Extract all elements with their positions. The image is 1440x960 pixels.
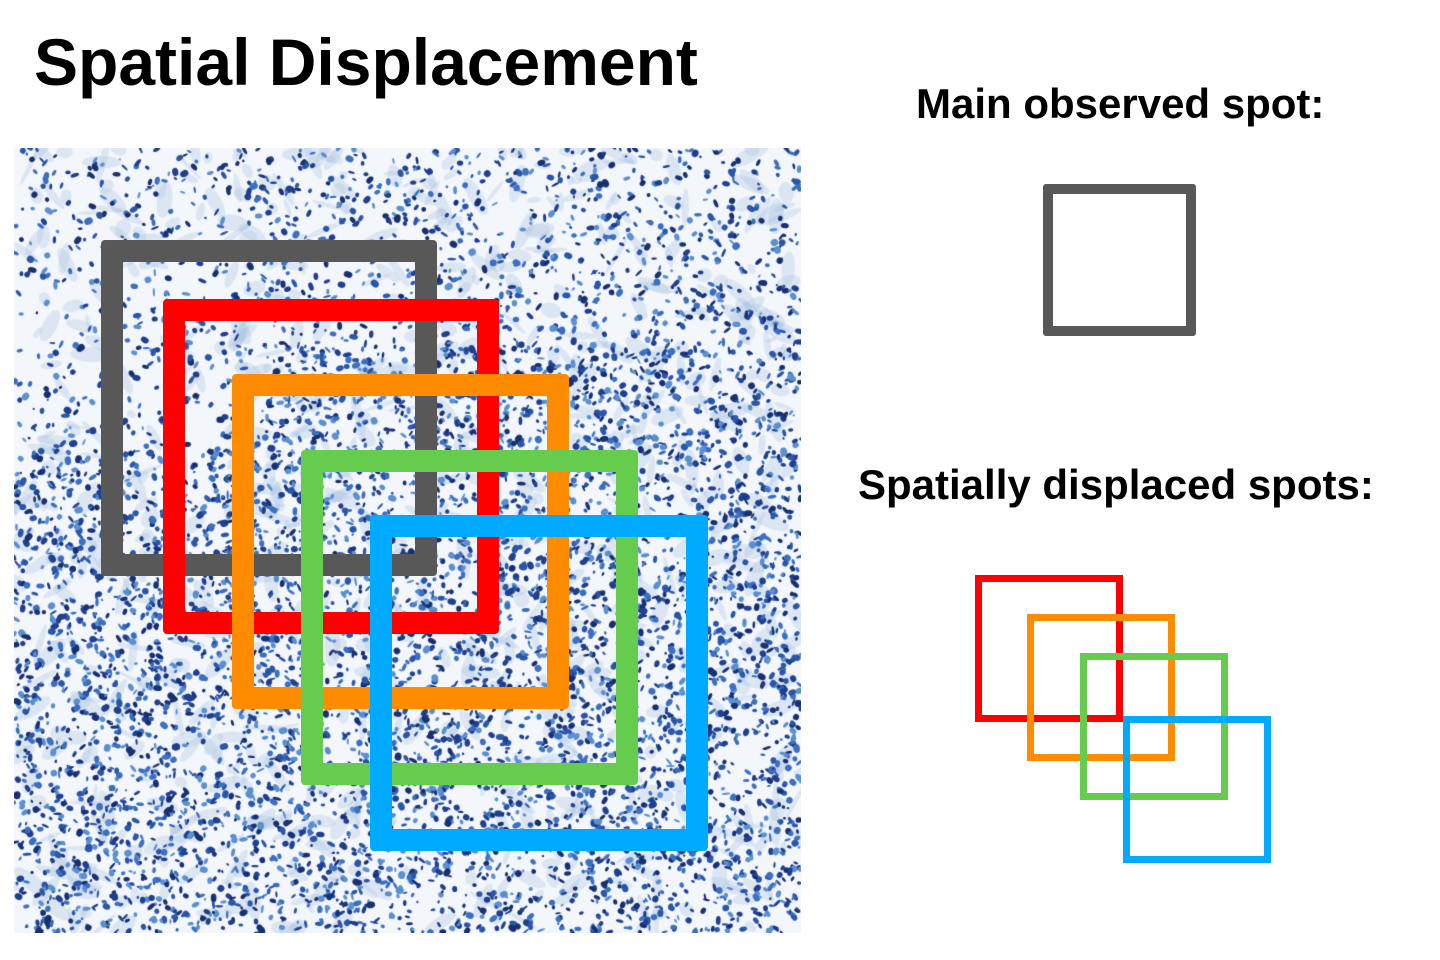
displaced-spot-blue bbox=[370, 515, 708, 851]
main-spot-box bbox=[101, 240, 437, 576]
legend-icon-blue bbox=[1123, 716, 1271, 863]
main-spot-legend-icon bbox=[1043, 184, 1196, 336]
figure-title: Spatial Displacement bbox=[34, 25, 698, 99]
legend-icon-green bbox=[1080, 653, 1228, 800]
legend-icon-orange bbox=[1027, 614, 1175, 761]
tissue-histology-image bbox=[14, 148, 801, 933]
displaced-spots-legend-label: Spatially displaced spots: bbox=[858, 461, 1374, 508]
legend-icon-red bbox=[975, 575, 1123, 722]
main-spot-legend-label: Main observed spot: bbox=[916, 80, 1325, 127]
